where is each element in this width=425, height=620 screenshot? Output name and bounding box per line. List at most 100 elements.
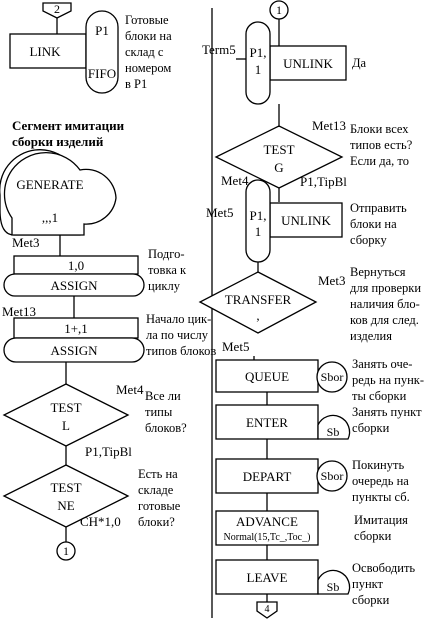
offpage-connector-4-label: 4 (265, 604, 270, 615)
met13-label-right: Met13 (312, 118, 346, 133)
svg-text:Готовые: Готовые (125, 13, 169, 27)
svg-text:ла по числу: ла по числу (146, 328, 209, 342)
svg-text:пункт: пункт (352, 577, 384, 591)
test-l-op: L (62, 418, 70, 433)
link-p1: P1 (95, 23, 109, 38)
queue-tag: Sbor (321, 370, 344, 384)
depart-block (215, 458, 319, 494)
svg-text:ков для след.: ков для след. (350, 313, 419, 327)
svg-text:сборку: сборку (350, 233, 387, 247)
link-pill (85, 10, 119, 94)
queue-block (215, 359, 319, 393)
queue-label: QUEUE (245, 369, 289, 384)
enter-tag: Sb (327, 425, 340, 439)
test-l-label: TEST (50, 400, 81, 415)
svg-text:Если да, то: Если да, то (350, 154, 409, 168)
link-comment: Готовые блоки на склад с номером в P1 (125, 13, 172, 91)
offpage-connector-4 (256, 601, 278, 619)
connector-1-top-label: 1 (276, 3, 282, 17)
svg-text:номером: номером (125, 61, 171, 75)
unlink-1-pill (245, 21, 271, 105)
generate-label: GENERATE (16, 177, 83, 192)
met4-label-left: Met4 (116, 382, 144, 397)
queue-tag-circle (316, 361, 348, 393)
unlink-2-param: 1 (255, 224, 262, 239)
unlink-2-p1: P1, (250, 208, 267, 223)
leave-block (215, 559, 319, 595)
svg-text:Есть на: Есть на (138, 467, 178, 481)
advance-comment: Имитация сборки (354, 513, 408, 543)
transfer-label: TRANSFER (225, 292, 292, 307)
segment-title-line-2: сборки изделий (12, 134, 104, 149)
svg-text:наличия бло-: наличия бло- (350, 297, 420, 311)
link-block (9, 33, 87, 69)
test-g-branch: P1,TipBl (300, 174, 347, 189)
unlink-1-block (269, 45, 347, 81)
assign-1-param: 1,0 (68, 258, 84, 273)
svg-text:типы: типы (145, 405, 173, 419)
leave-tag-shape (317, 569, 351, 595)
queue-comment: Занять оче- редь на пунк- ты сборки (352, 357, 424, 403)
svg-text:Блоки всех: Блоки всех (350, 122, 409, 136)
met4-label-right: Met4 (221, 173, 249, 188)
assign-2-block (3, 337, 145, 363)
connector-1-bottom (56, 541, 76, 561)
svg-text:складе: складе (138, 483, 174, 497)
term5-label: Term5 (202, 42, 236, 57)
svg-text:товка к: товка к (148, 263, 187, 277)
svg-text:пункты сб.: пункты сб. (352, 490, 410, 504)
test-ne-op: NE (57, 498, 74, 513)
offpage-connector-2 (42, 2, 72, 19)
svg-text:блоков?: блоков? (145, 421, 187, 435)
svg-text:готовые: готовые (138, 499, 181, 513)
svg-text:в P1: в P1 (125, 77, 147, 91)
leave-label: LEAVE (247, 570, 288, 585)
test-g-comment: Блоки всех типов есть? Если да, то (350, 122, 413, 168)
transfer-comment: Вернуться для проверки наличия бло- ков … (350, 265, 421, 343)
svg-text:сборки: сборки (352, 593, 390, 607)
generate-shape (3, 152, 117, 236)
leave-comment: Освободить пункт сборки (352, 561, 415, 607)
svg-text:Имитация: Имитация (354, 513, 408, 527)
unlink-2-comment: Отправить блоки на сборку (350, 201, 407, 247)
svg-text:типов есть?: типов есть? (350, 138, 413, 152)
svg-text:изделия: изделия (350, 329, 392, 343)
svg-text:склад с: склад с (125, 45, 164, 59)
met3-label-right: Met3 (318, 273, 345, 288)
unlink-1-comment: Да (352, 56, 367, 70)
transfer-param: , (256, 308, 259, 323)
met5-label-right-b: Met5 (222, 339, 249, 354)
unlink-1-label: UNLINK (283, 56, 333, 71)
connector-1-bottom-label: 1 (63, 544, 69, 558)
offpage-connector-2-label: 2 (54, 2, 60, 16)
advance-param: Normal(15,Tc_,Toc_) (224, 532, 311, 543)
test-l-branch: P1,TipBl (85, 444, 132, 459)
generate-param: ,,,1 (42, 210, 58, 225)
assign-2-label: ASSIGN (51, 343, 99, 358)
svg-text:Занять пункт: Занять пункт (352, 405, 422, 419)
test-ne-label: TEST (50, 480, 81, 495)
svg-text:Освободить: Освободить (352, 561, 415, 575)
test-g-op: G (274, 160, 283, 175)
depart-label: DEPART (243, 469, 292, 484)
depart-tag: Sbor (321, 469, 344, 483)
svg-text:Отправить: Отправить (350, 201, 407, 215)
assign-1-label: ASSIGN (51, 278, 99, 293)
svg-text:сборки: сборки (354, 529, 392, 543)
unlink-2-label: UNLINK (281, 213, 331, 228)
svg-text:Начало цик-: Начало цик- (146, 312, 211, 326)
met3-label-left: Met3 (12, 235, 39, 250)
enter-block (215, 404, 319, 440)
svg-text:Вернуться: Вернуться (350, 265, 406, 279)
enter-label: ENTER (246, 415, 288, 430)
test-l-comment: Все ли типы блоков? (145, 389, 187, 435)
transfer-diamond (198, 271, 318, 334)
leave-tag: Sb (327, 580, 340, 594)
svg-text:Занять оче-: Занять оче- (352, 357, 412, 371)
test-l-diamond (2, 383, 130, 447)
svg-text:очередь на: очередь на (352, 474, 409, 488)
svg-text:блоки на: блоки на (350, 217, 397, 231)
unlink-1-param: 1 (255, 62, 262, 77)
svg-text:редь на пунк-: редь на пунк- (352, 373, 424, 387)
